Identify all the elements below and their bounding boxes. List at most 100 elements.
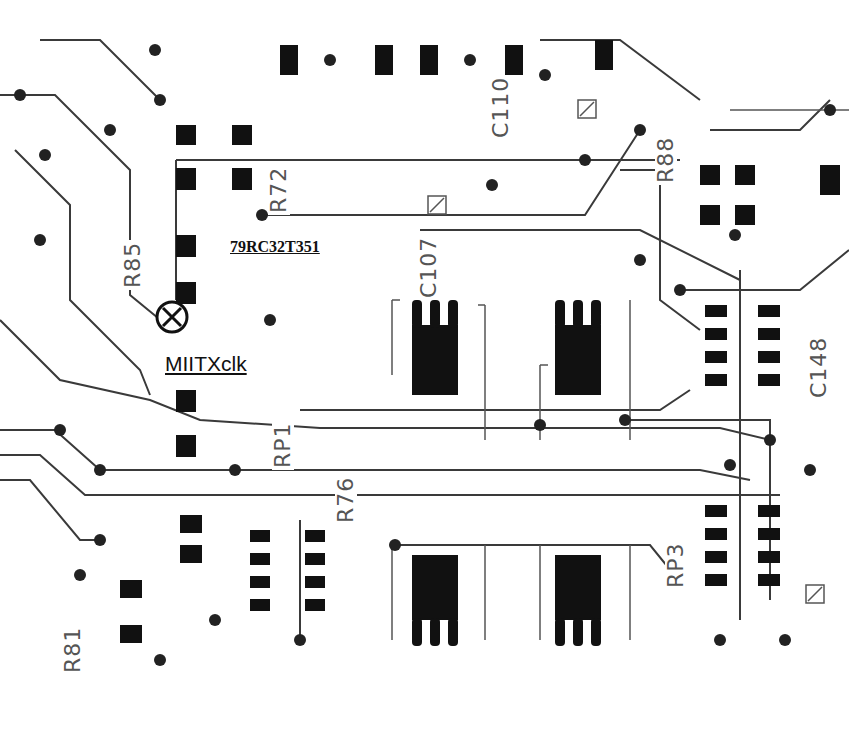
pad (176, 125, 196, 145)
pad (430, 618, 440, 646)
resistor-network-pad (250, 530, 270, 542)
reference-designator: R85 (122, 240, 144, 290)
via (74, 569, 86, 581)
pad (176, 435, 196, 457)
resistor-network-pad (705, 351, 727, 363)
via (534, 419, 546, 431)
trace (620, 170, 700, 330)
probe-circle (157, 302, 187, 332)
resistor-network-pad (305, 553, 325, 565)
reference-designator: R72 (268, 165, 290, 215)
resistor-network-pad (758, 528, 780, 540)
via (94, 464, 106, 476)
pad (176, 168, 196, 190)
pad (505, 45, 523, 75)
pad-group (120, 40, 840, 646)
pad (180, 545, 202, 563)
trace (0, 455, 780, 495)
resistor-network-pad (705, 374, 727, 386)
trace (420, 230, 740, 280)
via (779, 634, 791, 646)
resistor-network-pad (758, 374, 780, 386)
pad (280, 45, 298, 75)
pad (448, 618, 458, 646)
via (714, 634, 726, 646)
via-group (14, 44, 836, 666)
part-outline (484, 545, 486, 640)
pad (595, 40, 613, 70)
pad (176, 235, 196, 257)
trace-group (0, 40, 849, 640)
pad (555, 555, 601, 620)
via (634, 124, 646, 136)
via (539, 69, 551, 81)
pad (232, 125, 252, 145)
via (294, 634, 306, 646)
part-outline (629, 545, 631, 640)
pad (573, 618, 583, 646)
via (54, 424, 66, 436)
pad (120, 625, 142, 643)
trace (15, 150, 150, 395)
pad (232, 168, 252, 190)
via (34, 234, 46, 246)
via (229, 464, 241, 476)
resistor-network-pad (705, 305, 727, 317)
via (154, 654, 166, 666)
reference-designator: RP1 (272, 420, 294, 470)
resistor-network-pad (250, 576, 270, 588)
pad (176, 282, 196, 304)
part-outline (478, 305, 485, 440)
resistor-network-pad (758, 505, 780, 517)
via (486, 179, 498, 191)
via (14, 89, 26, 101)
trace (300, 390, 690, 410)
trace (0, 320, 770, 440)
signal-name: MIITXclk (163, 352, 249, 375)
part-outline-group (392, 100, 849, 640)
resistor-network-pad (705, 574, 727, 586)
trace (710, 100, 830, 130)
pad (430, 300, 440, 328)
via (104, 124, 116, 136)
resistor-network-pad (758, 328, 780, 340)
via (634, 254, 646, 266)
part-outline (430, 102, 822, 601)
pad (735, 205, 755, 225)
trace (739, 270, 741, 620)
pad (591, 618, 601, 646)
pad (375, 45, 393, 75)
via (464, 54, 476, 66)
resistor-network-pad (758, 351, 780, 363)
pad (420, 45, 438, 75)
trace (262, 130, 640, 215)
reference-designator: RP3 (665, 540, 687, 590)
pad (412, 325, 458, 395)
trace (299, 520, 301, 640)
via (39, 149, 51, 161)
trace (40, 40, 160, 100)
trace (176, 159, 680, 161)
resistor-network-pad (758, 574, 780, 586)
via (729, 229, 741, 241)
pad (591, 300, 601, 328)
pad (412, 555, 458, 620)
via (264, 314, 276, 326)
resistor-network-pad (705, 528, 727, 540)
reference-designator: C107 (418, 235, 440, 300)
part-outline (391, 545, 393, 640)
pad (700, 205, 720, 225)
via (804, 464, 816, 476)
pad (820, 165, 840, 195)
resistor-network-pad (305, 530, 325, 542)
via (154, 94, 166, 106)
via (94, 534, 106, 546)
pad (412, 618, 422, 646)
pad (700, 165, 720, 185)
trace (0, 480, 100, 540)
trace (625, 420, 770, 600)
resistor-network-pad (705, 505, 727, 517)
via (256, 209, 268, 221)
